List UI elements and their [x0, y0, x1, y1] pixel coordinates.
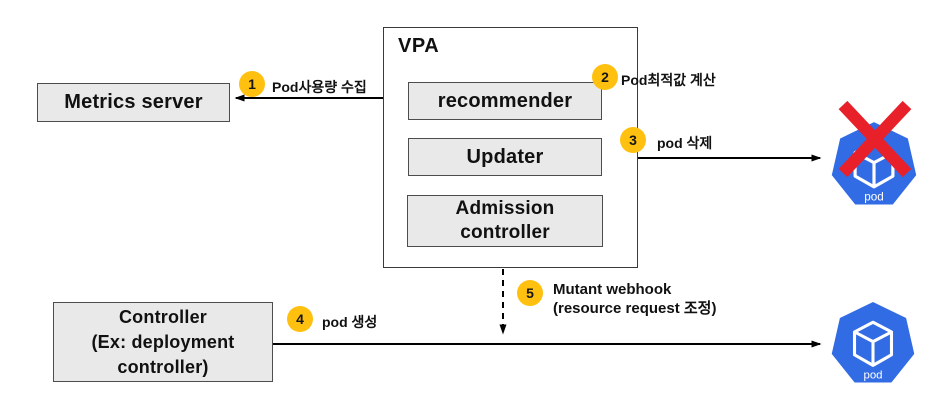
step-5-label-line2: (resource request 조정) — [553, 300, 717, 317]
admission-controller-node: Admission controller — [407, 195, 603, 247]
pod-created-caption: pod — [863, 370, 882, 382]
step-2-badge: 2 — [592, 64, 618, 90]
step-4-label: pod 생성 — [322, 314, 378, 330]
pod-deleted-caption: pod — [864, 190, 884, 203]
admission-controller-label: Admission controller — [455, 198, 555, 243]
step-4-badge: 4 — [287, 306, 313, 332]
deployment-controller-node: Controller (Ex: deployment controller) — [53, 302, 273, 382]
controller-label: Controller (Ex: deployment controller) — [91, 305, 234, 380]
controller-label-line2: (Ex: deployment — [91, 331, 235, 352]
updater-label: Updater — [466, 145, 544, 168]
recommender-node: recommender — [408, 82, 602, 120]
step-5-label: Mutant webhook (resource request 조정) — [553, 280, 716, 318]
metrics-server-label: Metrics server — [64, 91, 203, 113]
step-5-label-line1: Mutant webhook — [553, 281, 672, 298]
step-3-badge: 3 — [620, 127, 646, 153]
step-2-label: Pod최적값 계산 — [621, 72, 716, 88]
step-3-label: pod 삭제 — [657, 135, 713, 151]
vpa-title: VPA — [398, 35, 440, 57]
updater-node: Updater — [408, 138, 602, 176]
metrics-server-node: Metrics server — [37, 83, 230, 122]
step-1-badge: 1 — [239, 71, 265, 97]
step-1-label: Pod사용량 수집 — [272, 79, 367, 95]
pod-created-icon: pod — [831, 302, 915, 383]
pod-cube-glyph — [852, 320, 894, 367]
controller-label-line1: Controller — [118, 306, 207, 327]
recommender-label: recommender — [437, 89, 573, 112]
controller-label-line3: controller) — [117, 356, 209, 377]
red-x-icon — [838, 101, 912, 177]
step-5-badge: 5 — [517, 280, 543, 306]
